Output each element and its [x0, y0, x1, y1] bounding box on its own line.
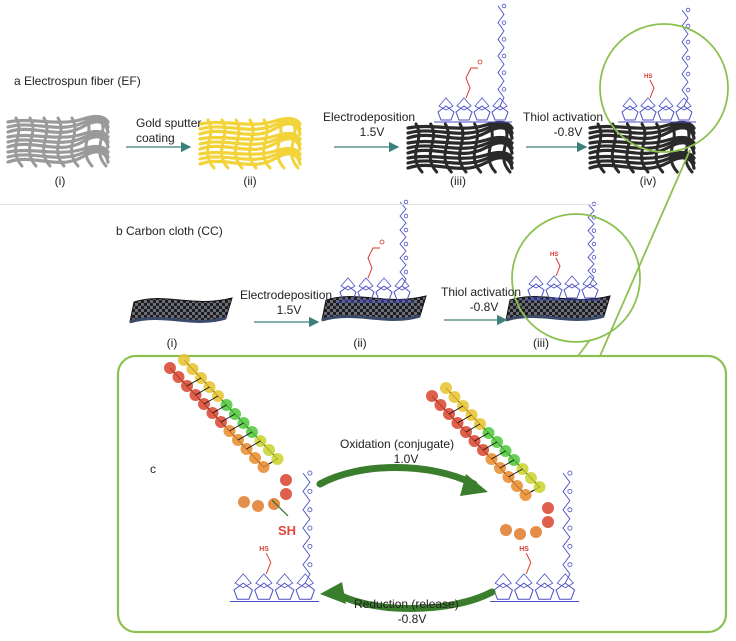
- panel-b-stage-ii: (ii): [353, 336, 367, 350]
- oxidation-arrow: [316, 464, 478, 488]
- polymer-b-ii: [336, 199, 414, 303]
- panel-a-step3-line2: -0.8V: [553, 125, 583, 139]
- panel-a-step1-line1: Gold sputter: [136, 116, 202, 130]
- panel-a-step3-line1: Thiol activation: [523, 110, 604, 124]
- polymer-b-iii: HS: [524, 201, 602, 301]
- reduction-arrow: [330, 588, 496, 612]
- panel-b-stage-iii: (iii): [533, 336, 549, 350]
- zoom-connector-a: [599, 149, 691, 357]
- oxidation-label: Oxidation (conjugate): [340, 437, 455, 451]
- polymer-c-right: HS: [490, 470, 580, 602]
- svg-text:HS: HS: [550, 252, 558, 258]
- panel-a-stage-i: (i): [54, 174, 66, 188]
- panel-a-stage-ii: (ii): [243, 174, 257, 188]
- svg-text:HS: HS: [519, 546, 529, 553]
- carbon-cloth-plain: [129, 297, 233, 324]
- panel-b-title: b Carbon cloth (CC): [116, 224, 223, 238]
- panel-a-step2-line1: Electrodeposition: [323, 110, 416, 124]
- panel-b-step2-line1: Thiol activation: [441, 285, 522, 299]
- reduction-label: Reduction (release): [354, 597, 459, 611]
- zoom-connector-b: [577, 339, 591, 357]
- panel-c-label: c: [150, 462, 156, 476]
- panel-c-frame: [116, 354, 728, 634]
- panel-b-stage-i: (i): [166, 336, 178, 350]
- panel-a-stage-iii: (iii): [450, 174, 466, 188]
- fiber-mat-gold: [198, 116, 302, 170]
- zoom-circle-b: [511, 213, 641, 343]
- reduction-voltage: -0.8V: [397, 612, 427, 626]
- oxidation-arrowhead: [460, 474, 488, 496]
- panel-b-step2-line2: -0.8V: [469, 300, 499, 314]
- aptamer-free: [164, 354, 292, 512]
- thiol-linker-line: [271, 499, 289, 517]
- panel-a-step1-line2: coating: [136, 131, 175, 145]
- panel-a-title: a Electrospun fiber (EF): [14, 74, 141, 88]
- zoom-circle-a: [599, 23, 729, 153]
- polymer-a-iv: HS: [618, 7, 696, 123]
- panel-b-step1-line1: Electrodeposition: [240, 288, 333, 302]
- polymer-a-iii: [434, 3, 512, 123]
- reduction-arrowhead: [320, 582, 346, 604]
- panel-a-stage-iv: (iv): [639, 174, 657, 188]
- aptamer-conjugated: [426, 382, 554, 540]
- carbon-cloth-activated: [505, 295, 611, 322]
- svg-text:HS: HS: [259, 546, 269, 553]
- panel-b-step1-line2: 1.5V: [276, 303, 302, 317]
- fiber-mat-plain: [6, 114, 110, 168]
- section-divider: [0, 204, 600, 205]
- fiber-mat-coated: [406, 120, 514, 174]
- oxidation-voltage: 1.0V: [393, 452, 419, 466]
- svg-text:HS: HS: [644, 74, 652, 80]
- panel-a-step2-line2: 1.5V: [359, 125, 385, 139]
- thiol-group-label: SH: [278, 523, 297, 538]
- polymer-c-left: HS: [230, 470, 320, 602]
